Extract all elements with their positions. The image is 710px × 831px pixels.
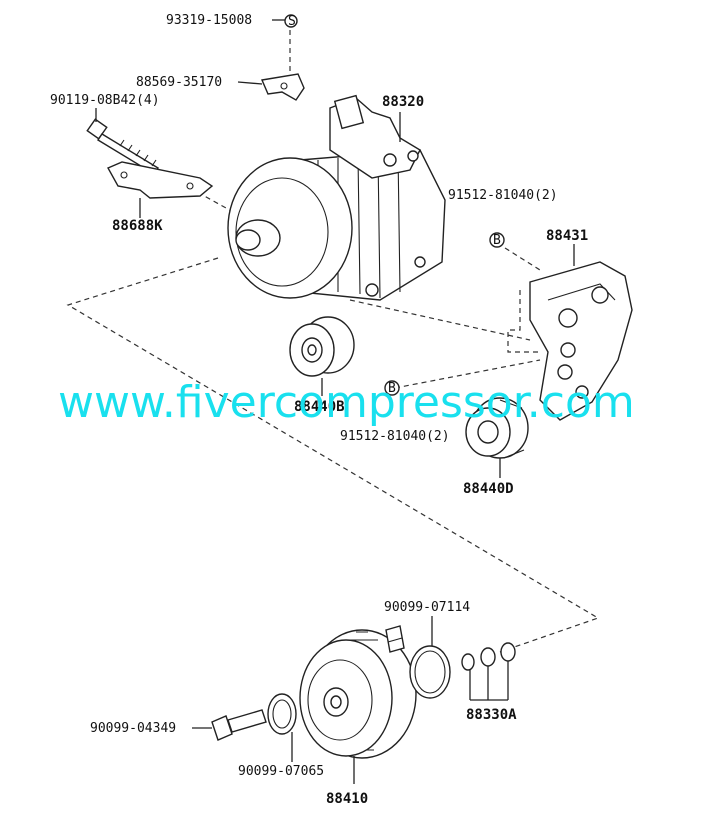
- bracket-88688k: [107, 161, 214, 218]
- snap-ring-90099-07114: [409, 616, 451, 699]
- label-91512-81040-lower: 91512-81040(2): [340, 429, 450, 444]
- tension-pulley-88440d: [465, 397, 529, 478]
- label-88440b: 88440B: [294, 399, 345, 415]
- label-90099-07114: 90099-07114: [384, 600, 470, 615]
- part-number-labels: 93319-15008 88569-35170 90119-08B42(4) 8…: [50, 13, 588, 807]
- bracket-88569: [237, 73, 305, 101]
- label-88569-35170: 88569-35170: [136, 75, 222, 90]
- clutch-pulley-88410: [299, 629, 417, 784]
- bolt-90099-04349: [192, 709, 267, 741]
- label-88688k: 88688K: [112, 218, 163, 234]
- callout-b-lower-letter: B: [388, 381, 396, 396]
- label-93319-15008: 93319-15008: [166, 13, 252, 28]
- washer-90099-07065: [267, 693, 297, 762]
- label-90099-07065: 90099-07065: [238, 764, 324, 779]
- bolt-90119: [86, 108, 159, 175]
- bracket-88431: [529, 244, 633, 421]
- callout-b-lower: B: [384, 380, 400, 396]
- callout-b-upper: B: [489, 232, 505, 248]
- idler-pulley-88440b: [289, 316, 355, 396]
- shims-88330a: [461, 642, 516, 701]
- field-coil-connector: [385, 625, 405, 653]
- label-88440d: 88440D: [463, 481, 514, 497]
- callout-s-letter: S: [288, 14, 296, 29]
- callout-s: S: [284, 14, 298, 29]
- watermark-text: www.fivercompressor.com: [58, 377, 635, 428]
- label-88431: 88431: [546, 228, 588, 244]
- label-90119-08b42: 90119-08B42(4): [50, 93, 160, 108]
- label-91512-81040-upper: 91512-81040(2): [448, 188, 558, 203]
- compressor-88320: [227, 94, 446, 301]
- label-88330a: 88330A: [466, 707, 517, 723]
- label-88410: 88410: [326, 791, 368, 807]
- label-88320: 88320: [382, 94, 424, 110]
- callout-b-upper-letter: B: [493, 233, 501, 248]
- label-90099-04349: 90099-04349: [90, 721, 176, 736]
